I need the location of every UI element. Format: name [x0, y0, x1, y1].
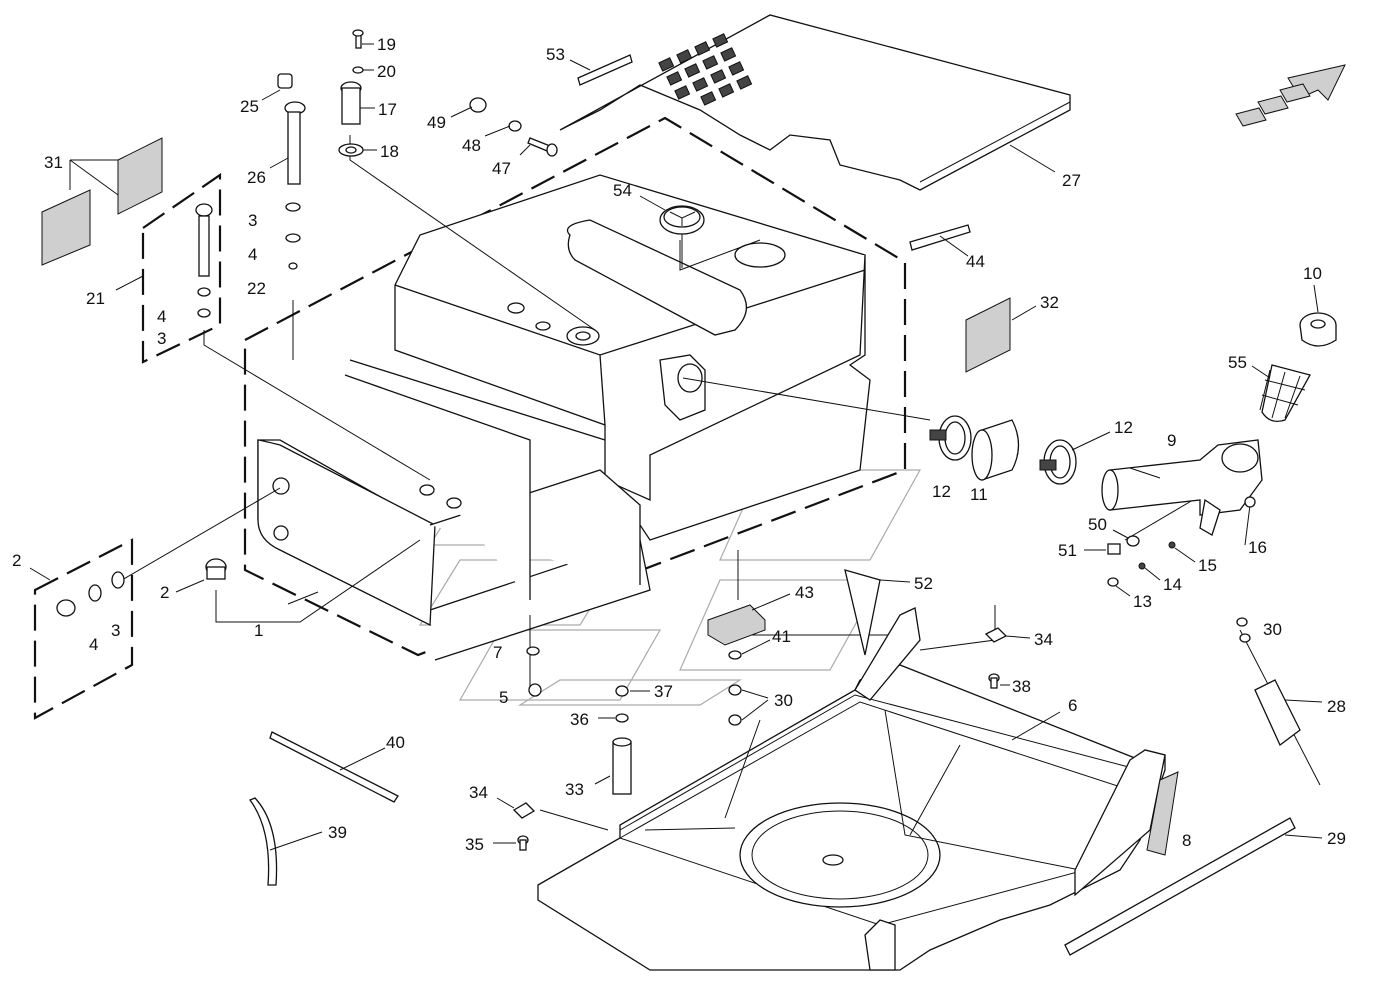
callout-10: 10: [1303, 264, 1322, 283]
callout-35: 35: [465, 835, 484, 854]
callout-20: 20: [377, 62, 396, 81]
callout-30a: 30: [1263, 620, 1282, 639]
sender-unit: [338, 29, 364, 157]
fuel-tank: [257, 174, 871, 661]
callout-37: 37: [654, 682, 673, 701]
callout-52: 52: [914, 574, 933, 593]
callout-32: 32: [1040, 293, 1059, 312]
drain-kit-2: [33, 538, 134, 720]
callout-19: 19: [377, 35, 396, 54]
callout-29: 29: [1327, 829, 1346, 848]
callout-7: 7: [493, 643, 502, 662]
callout-47: 47: [492, 159, 511, 178]
callout-21: 21: [86, 289, 105, 308]
callout-22: 22: [247, 279, 266, 298]
callout-13: 13: [1133, 592, 1152, 611]
bracket-52: [844, 569, 881, 656]
callout-16: 16: [1248, 538, 1267, 557]
vent-stack: [277, 73, 306, 270]
callout-4b: 4: [248, 245, 257, 264]
plate-32: [965, 297, 1011, 373]
filler-strainer: [1259, 364, 1311, 423]
callout-36: 36: [570, 710, 589, 729]
tank-frame: [537, 607, 1166, 971]
callout-48: 48: [462, 136, 481, 155]
callout-2a: 2: [12, 551, 21, 570]
callout-11: 11: [970, 485, 988, 504]
tank-assembly-outline: [243, 116, 907, 657]
callout-55: 55: [1228, 353, 1247, 372]
filler-pipe: [1101, 439, 1263, 536]
cover-grid: [658, 33, 753, 106]
cover-plate: [559, 14, 1071, 191]
drain-plug: [205, 558, 227, 580]
hose-assembly: [929, 415, 1077, 485]
callout-28: 28: [1327, 697, 1346, 716]
callout-8: 8: [1182, 831, 1191, 850]
callout-34b: 34: [469, 783, 488, 802]
callout-54: 54: [613, 181, 632, 200]
callout-5: 5: [499, 688, 508, 707]
label-plates: [41, 137, 163, 266]
callout-3b: 3: [248, 211, 257, 230]
callout-41: 41: [772, 627, 791, 646]
strap-28: [1236, 617, 1321, 786]
strip-39: [248, 797, 278, 886]
callout-9: 9: [1167, 431, 1176, 450]
callout-50: 50: [1088, 515, 1107, 534]
strip-8: [1146, 771, 1179, 856]
tank-cap: [659, 205, 705, 268]
callout-53: 53: [546, 45, 565, 64]
spacer-stack: [612, 685, 632, 795]
callout-34a: 34: [1034, 630, 1053, 649]
callout-12b: 12: [1114, 418, 1133, 437]
callout-2b: 2: [160, 583, 169, 602]
bolt-kit-21: [141, 172, 222, 364]
callout-18: 18: [380, 142, 399, 161]
leader-lines: [69, 135, 1251, 831]
callout-49: 49: [427, 113, 446, 132]
callout-40: 40: [386, 733, 405, 752]
callout-17: 17: [378, 100, 397, 119]
callout-4a: 4: [89, 635, 98, 654]
callout-labels: 1 2 2 3 3 3 4 4 4 5 6 7 8 9 10 11 12 12 …: [12, 35, 1346, 854]
callout-30b: 30: [774, 691, 793, 710]
direction-arrow-icon: [1235, 64, 1346, 127]
callout-12a: 12: [932, 482, 951, 501]
callout-43: 43: [795, 583, 814, 602]
mount-bolt: [469, 97, 558, 157]
callout-3c: 3: [157, 329, 166, 348]
nuts-washers: [526, 646, 742, 726]
clamp-brackets: [512, 627, 1008, 851]
small-fasteners: [1107, 496, 1256, 587]
callout-27: 27: [1062, 171, 1081, 190]
callout-4c: 4: [157, 307, 166, 326]
strip-44: [909, 224, 971, 251]
callout-1: 1: [254, 621, 263, 640]
callout-25: 25: [240, 97, 259, 116]
callout-31: 31: [44, 153, 63, 172]
rod-40: [269, 731, 399, 803]
strip-29: [1064, 817, 1296, 956]
callout-51: 51: [1058, 541, 1077, 560]
callout-6: 6: [1068, 696, 1077, 715]
callout-38: 38: [1012, 677, 1031, 696]
callout-26: 26: [247, 168, 266, 187]
isolator: [707, 604, 766, 646]
callout-44: 44: [966, 252, 985, 271]
callout-33: 33: [565, 780, 584, 799]
callout-3a: 3: [111, 621, 120, 640]
filler-cap: [1299, 312, 1337, 347]
strip-53: [577, 54, 633, 86]
callout-15: 15: [1198, 556, 1217, 575]
callout-14: 14: [1163, 575, 1182, 594]
callout-39: 39: [328, 823, 347, 842]
